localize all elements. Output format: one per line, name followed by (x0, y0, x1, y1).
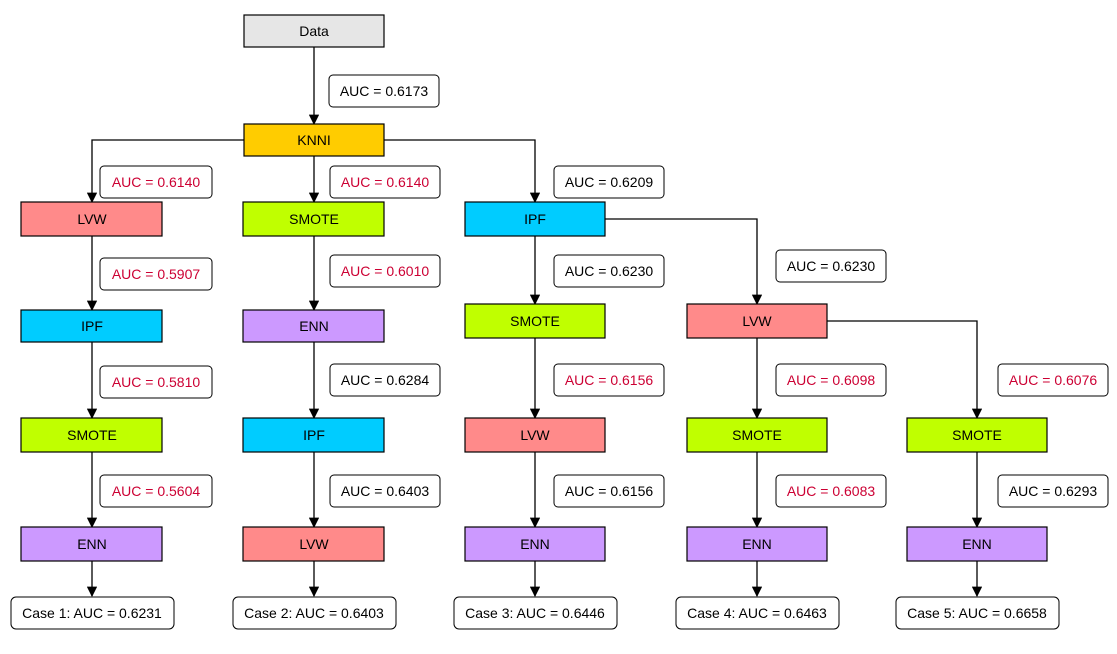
edge-ipf-c4 (605, 218, 763, 306)
node-label: IPF (524, 211, 546, 227)
node-enn (906, 526, 1048, 562)
node-smote (242, 201, 385, 237)
auc-label: AUC = 0.6083 (787, 483, 876, 499)
edge-labels: AUC = 0.6173 AUC = 0.6140 AUC = 0.6140 A… (99, 74, 1109, 508)
node-labels: Data KNNI LVW IPF SMOTE ENN SMOTE ENN IP… (67, 23, 1002, 552)
node-label: ENN (77, 536, 107, 552)
node-label: IPF (303, 427, 325, 443)
node-label: SMOTE (732, 427, 782, 443)
node-enn (686, 526, 828, 562)
node-lvw (686, 303, 828, 339)
node-smote (464, 303, 606, 339)
node-label: ENN (299, 318, 329, 334)
node-smote (20, 417, 163, 453)
auc-label: AUC = 0.6293 (1009, 483, 1098, 499)
node-label: SMOTE (510, 313, 560, 329)
result-case-2: Case 2: AUC = 0.6403 (244, 605, 384, 621)
auc-label: AUC = 0.5907 (112, 266, 201, 282)
node-lvw (464, 417, 606, 453)
auc-label: AUC = 0.6209 (565, 174, 654, 190)
node-label: SMOTE (67, 427, 117, 443)
auc-label: AUC = 0.6098 (787, 372, 876, 388)
node-label: LVW (299, 536, 329, 552)
node-label: LVW (742, 313, 772, 329)
connectors (86, 47, 983, 598)
node-enn (20, 526, 163, 562)
node-label: LVW (520, 427, 550, 443)
edge-lvw-c5 (827, 320, 983, 420)
node-label: SMOTE (289, 211, 339, 227)
node-knni (243, 123, 385, 157)
auc-label: AUC = 0.6076 (1009, 372, 1098, 388)
auc-label: AUC = 0.6284 (341, 372, 430, 388)
auc-label: AUC = 0.6230 (787, 258, 876, 274)
auc-label: AUC = 0.6156 (565, 483, 654, 499)
node-lvw (242, 526, 385, 562)
node-ipf (20, 309, 163, 343)
edge-knni-c1 (86, 139, 244, 204)
result-case-1: Case 1: AUC = 0.6231 (22, 605, 162, 621)
nodes (20, 14, 1048, 562)
auc-label: AUC = 0.5604 (112, 483, 201, 499)
result-case-3: Case 3: AUC = 0.6446 (465, 605, 605, 621)
node-lvw (20, 201, 163, 237)
auc-label: AUC = 0.5810 (112, 374, 201, 390)
result-case-5: Case 5: AUC = 0.6658 (907, 605, 1047, 621)
node-enn (464, 526, 606, 562)
edge-knni-c3 (384, 139, 541, 204)
auc-label: AUC = 0.6140 (341, 174, 430, 190)
auc-label: AUC = 0.6010 (341, 263, 430, 279)
node-label: ENN (742, 536, 772, 552)
node-data (243, 14, 385, 48)
auc-label: AUC = 0.6230 (565, 263, 654, 279)
node-label: SMOTE (952, 427, 1002, 443)
node-knni-label: KNNI (297, 132, 330, 148)
node-ipf (242, 417, 385, 453)
node-label: IPF (81, 318, 103, 334)
node-data-label: Data (299, 23, 329, 39)
node-smote (686, 417, 828, 453)
auc-label: AUC = 0.6156 (565, 372, 654, 388)
auc-label: AUC = 0.6403 (341, 483, 430, 499)
node-label: LVW (77, 211, 107, 227)
node-smote (906, 417, 1048, 453)
result-case-4: Case 4: AUC = 0.6463 (687, 605, 827, 621)
node-enn (242, 309, 385, 343)
auc-label: AUC = 0.6140 (112, 174, 201, 190)
results: Case 1: AUC = 0.6231 Case 2: AUC = 0.640… (10, 596, 1060, 630)
node-label: ENN (962, 536, 992, 552)
auc-label: AUC = 0.6173 (340, 83, 429, 99)
node-label: ENN (520, 536, 550, 552)
node-ipf (464, 201, 606, 237)
